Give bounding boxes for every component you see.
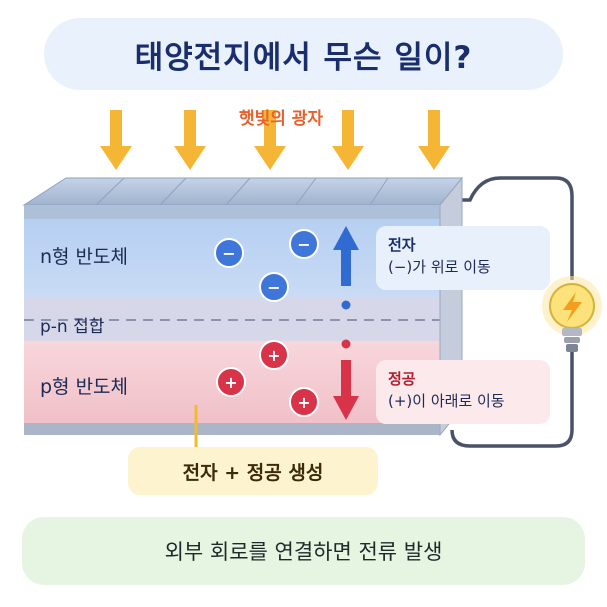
cell-bottom-edge [24,423,440,435]
generation-box: 전자 + 정공 생성 [128,447,378,495]
hole-dot [341,339,351,349]
sun-arrow [254,110,286,170]
electron-dot [341,300,351,310]
n-layer-label: n형 반도체 [40,246,129,268]
electron: − [259,272,289,302]
sun-arrow [100,110,132,170]
electron-callout-desc: (−)가 위로 이동 [388,258,491,276]
svg-text:+: + [297,393,310,412]
electron-up-arrow [333,226,359,286]
hole-down-arrow [333,360,359,420]
p-layer-label: p형 반도체 [40,376,129,398]
title-banner: 태양전지에서 무슨 일이? [44,18,563,90]
pn-junction-label: p-n 접합 [40,317,105,337]
hole-callout: 정공 (+)이 아래로 이동 [376,360,550,424]
bottom-message: 외부 회로를 연결하면 전류 발생 [22,517,585,585]
hole-callout-title: 정공 [388,370,416,388]
sun-arrow [174,110,206,170]
svg-text:−: − [297,235,310,254]
hole: + [289,387,319,417]
hole: + [259,340,289,370]
sunlight-label: 햇빛의 광자 [238,109,324,129]
hole-callout-desc: (+)이 아래로 이동 [388,392,505,410]
svg-text:−: − [222,244,235,263]
electron: − [214,238,244,268]
electron: − [289,229,319,259]
sunlight-arrows [100,110,450,170]
hole: + [216,367,246,397]
light-bulb-icon [542,276,602,352]
svg-text:+: + [224,373,237,392]
sun-arrow [418,110,450,170]
circuit-wire [450,176,574,448]
page-title: 태양전지에서 무슨 일이? [134,39,473,76]
svg-text:+: + [267,346,280,365]
sun-arrow [332,110,364,170]
electron-callout: 전자 (−)가 위로 이동 [376,226,550,290]
svg-text:−: − [267,278,280,297]
cell-top-surface [22,177,464,219]
electron-callout-title: 전자 [388,236,416,254]
